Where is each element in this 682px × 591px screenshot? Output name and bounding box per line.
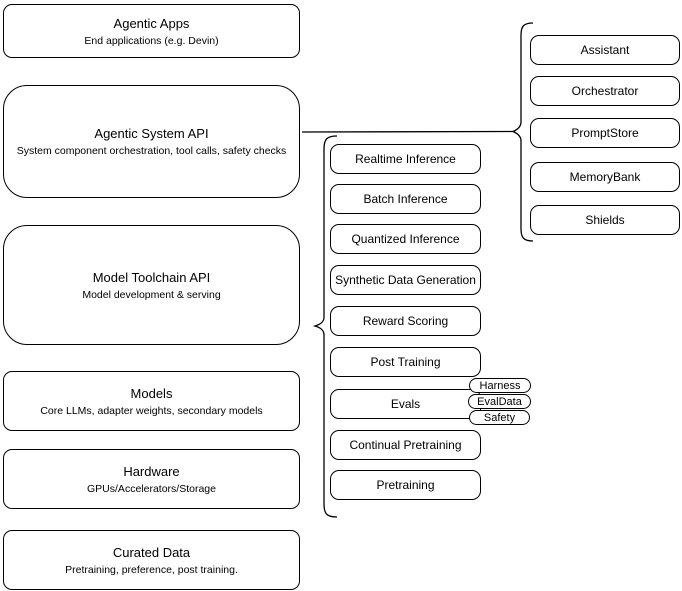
node-assistant: Assistant: [530, 35, 680, 65]
node-subtitle: Pretraining, preference, post training.: [65, 563, 238, 576]
node-post-training: Post Training: [330, 347, 481, 377]
node-agentic-apps: Agentic Apps End applications (e.g. Devi…: [3, 4, 300, 58]
node-label: Post Training: [370, 355, 441, 369]
node-pretraining: Pretraining: [330, 470, 481, 500]
node-title: Agentic Apps: [113, 15, 190, 31]
node-label: Realtime Inference: [355, 152, 456, 166]
node-label: Pretraining: [376, 478, 435, 492]
node-continual-pretraining: Continual Pretraining: [330, 430, 481, 460]
node-title: Curated Data: [112, 544, 191, 560]
node-label: Reward Scoring: [362, 314, 449, 328]
node-subtitle: End applications (e.g. Devin): [84, 34, 219, 47]
node-label: Batch Inference: [363, 192, 448, 206]
pill-safety: Safety: [469, 410, 530, 425]
node-batch-inference: Batch Inference: [330, 184, 481, 214]
node-label: Evals: [390, 397, 421, 411]
node-label: Quantized Inference: [351, 232, 460, 246]
node-title: Models: [130, 385, 173, 401]
node-label: MemoryBank: [569, 170, 641, 184]
node-hardware: Hardware GPUs/Accelerators/Storage: [3, 449, 300, 509]
node-label: Assistant: [580, 43, 630, 57]
node-orchestrator: Orchestrator: [530, 76, 680, 106]
node-title: Hardware: [123, 463, 180, 479]
node-subtitle: Core LLMs, adapter weights, secondary mo…: [40, 404, 263, 417]
pill-harness: Harness: [469, 378, 531, 393]
system-api-connector-line: [301, 130, 514, 133]
node-subtitle: Model development & serving: [82, 288, 221, 301]
toolchain-bracket: [312, 135, 338, 518]
node-evals: Evals: [330, 389, 481, 419]
node-curated-data: Curated Data Pretraining, preference, po…: [3, 530, 300, 590]
node-subtitle: System component orchestration, tool cal…: [16, 145, 287, 157]
node-agentic-system-api: Agentic System API System component orch…: [3, 85, 300, 198]
pill-label: EvalData: [477, 395, 522, 408]
node-label: Continual Pretraining: [349, 438, 462, 452]
node-shields: Shields: [530, 205, 680, 235]
node-title: Model Toolchain API: [92, 269, 211, 285]
node-label: Shields: [585, 213, 625, 227]
node-subtitle: GPUs/Accelerators/Storage: [87, 482, 216, 495]
node-models: Models Core LLMs, adapter weights, secon…: [3, 371, 300, 431]
node-label: PromptStore: [571, 126, 639, 140]
node-quantized-inference: Quantized Inference: [330, 224, 481, 254]
node-realtime-inference: Realtime Inference: [330, 144, 481, 174]
node-synthetic-data-generation: Synthetic Data Generation: [330, 265, 481, 295]
node-title: Agentic System API: [94, 126, 209, 141]
node-label: Synthetic Data Generation: [335, 273, 476, 287]
pill-label: Safety: [483, 411, 516, 424]
node-label: Orchestrator: [571, 84, 639, 98]
node-reward-scoring: Reward Scoring: [330, 306, 481, 336]
pill-label: Harness: [479, 379, 521, 392]
node-model-toolchain-api: Model Toolchain API Model development & …: [3, 225, 300, 345]
pill-evaldata: EvalData: [468, 394, 531, 409]
node-promptstore: PromptStore: [530, 118, 680, 148]
node-memorybank: MemoryBank: [530, 162, 680, 192]
